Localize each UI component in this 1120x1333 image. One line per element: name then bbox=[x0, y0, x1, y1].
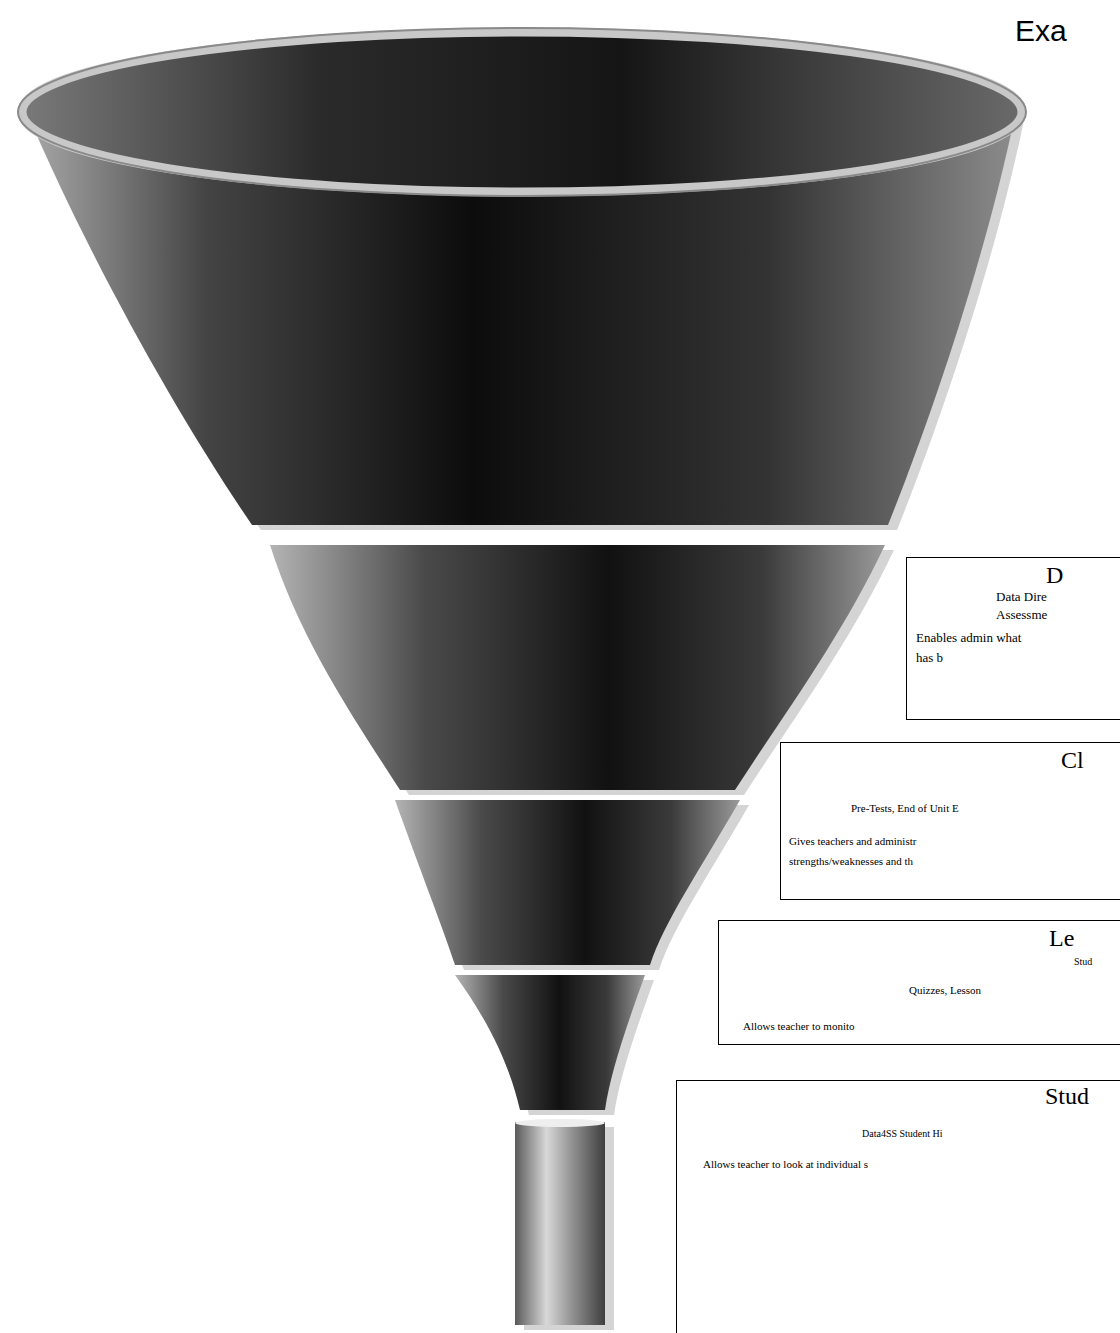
box-text: Allows teacher to monito bbox=[743, 1019, 855, 1033]
box-heading: Le bbox=[1049, 923, 1074, 953]
funnel-rim-highlight bbox=[18, 28, 1026, 196]
diagram-title: Exa bbox=[1015, 14, 1067, 48]
box-heading: Cl bbox=[1061, 745, 1084, 775]
info-box: DData Dire AssessmeEnables admin what ha… bbox=[906, 557, 1120, 720]
box-text: Stud bbox=[1074, 955, 1092, 968]
box-text: Gives teachers and administr strengths/w… bbox=[789, 831, 989, 871]
funnel-spout-top bbox=[515, 1119, 605, 1127]
info-box: LeStudQuizzes, LessonAllows teacher to m… bbox=[718, 920, 1120, 1045]
funnel-band bbox=[395, 800, 740, 965]
box-text: Data4SS Student Hi bbox=[862, 1127, 943, 1140]
funnel-spout bbox=[515, 1122, 605, 1325]
box-text: Enables admin what has b bbox=[916, 628, 1026, 668]
box-heading: Stud bbox=[1045, 1081, 1089, 1111]
box-text: Allows teacher to look at individual s bbox=[703, 1157, 868, 1171]
box-heading: D bbox=[1046, 560, 1063, 590]
funnel-rim bbox=[22, 32, 1022, 192]
info-box: StudData4SS Student Hi Allows teacher to … bbox=[676, 1080, 1120, 1333]
funnel-band bbox=[455, 975, 645, 1110]
box-text: Pre-Tests, End of Unit E bbox=[851, 801, 959, 815]
info-box: ClPre-Tests, End of Unit E Gives teachers… bbox=[780, 742, 1120, 900]
box-text: Data Dire Assessme bbox=[996, 588, 1078, 624]
box-text: Quizzes, Lesson bbox=[909, 983, 981, 997]
